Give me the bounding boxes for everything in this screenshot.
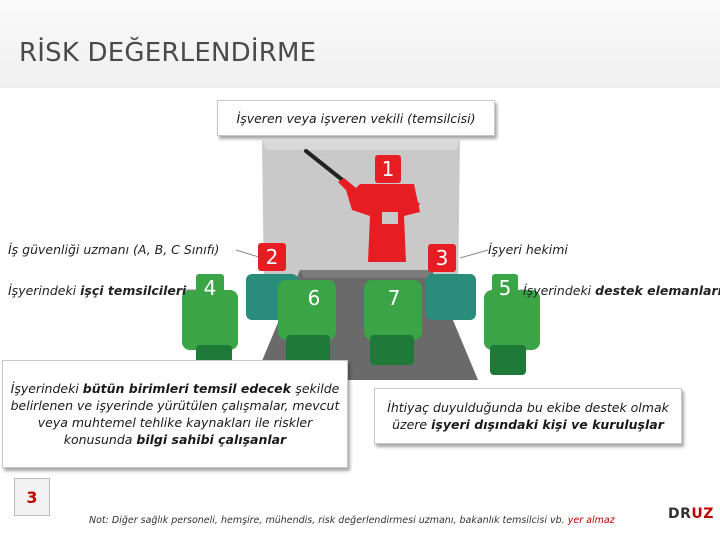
footer-note: Not: Diğer sağlık personeli, hemşire, mü… [89, 515, 615, 526]
chair-back-right [426, 274, 476, 320]
presentation-board [262, 140, 460, 292]
label-safety-expert: İş güvenliği uzmanı (A, B, C Sınıfı) [8, 242, 220, 257]
employer-box: İşveren veya işveren vekili (temsilcisi) [217, 100, 495, 136]
badge-3: 3 [428, 244, 456, 272]
connector-line-3 [459, 249, 489, 259]
employer-text: İşveren veya işveren vekili (temsilcisi) [236, 110, 476, 126]
badge-1: 1 [375, 155, 401, 183]
badge-6: 6 [300, 284, 328, 312]
label-worker-reps: İşyerindeki işçi temsilcileri [8, 283, 187, 298]
title-bar [0, 0, 720, 88]
left-description-box: İşyerindeki bütün birimleri temsil edece… [2, 360, 348, 468]
connector-line-2 [235, 249, 263, 259]
page-number: 3 [14, 478, 50, 516]
right-description-box: İhtiyaç duyulduğunda bu ekibe destek olm… [374, 388, 682, 444]
druz-logo: DRUZ [668, 506, 714, 522]
page-title: RİSK DEĞERLENDİRME [19, 38, 317, 68]
label-support: İşyerindeki destek elemanları [523, 283, 720, 298]
badge-2: 2 [258, 243, 286, 271]
chair-right-front [484, 290, 540, 375]
badge-4: 4 [196, 274, 224, 302]
badge-7: 7 [380, 284, 408, 312]
badge-5: 5 [492, 274, 518, 302]
label-doctor: İşyeri hekimi [488, 242, 568, 257]
